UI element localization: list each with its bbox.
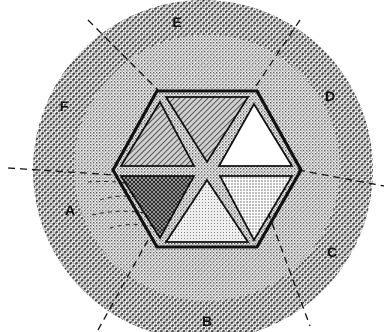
sector-label-d: D	[325, 88, 335, 104]
sector-label-b: B	[202, 313, 212, 329]
sector-label-f: F	[60, 98, 69, 114]
sector-label-c: C	[327, 244, 337, 260]
sector-label-e: E	[172, 14, 181, 30]
outer-disc	[33, 0, 373, 332]
sector-label-a: A	[65, 202, 75, 218]
